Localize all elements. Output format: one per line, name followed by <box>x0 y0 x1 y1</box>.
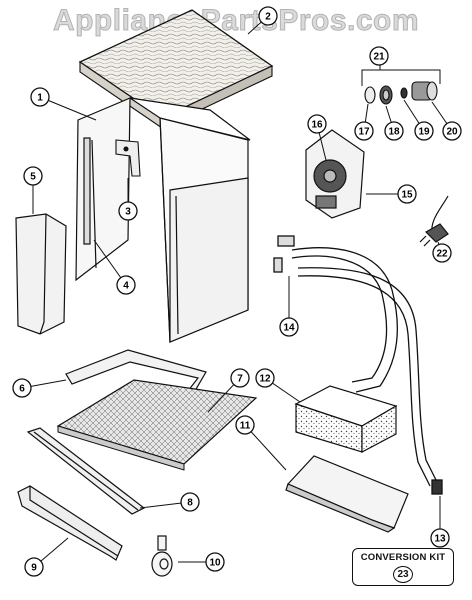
side-panel-part <box>15 213 67 335</box>
callout-label-5: 5 <box>30 172 36 183</box>
callout-21: 21 <box>369 46 389 66</box>
callout-15: 15 <box>397 184 417 204</box>
callout-16: 16 <box>307 114 327 134</box>
callout-label-21: 21 <box>373 52 385 63</box>
callout-label-22: 22 <box>436 249 448 260</box>
leader-line-1 <box>39 96 97 121</box>
callout-11: 11 <box>235 415 255 435</box>
callout-2: 2 <box>258 6 278 26</box>
callout-20: 20 <box>442 121 462 141</box>
power-cord-part <box>419 195 449 247</box>
callout-label-18: 18 <box>388 127 400 138</box>
callout-5: 5 <box>23 166 43 186</box>
callout-label-10: 10 <box>209 558 221 569</box>
caster-part <box>151 535 173 577</box>
callout-label-12: 12 <box>259 374 271 385</box>
drip-tray-part <box>285 455 409 533</box>
callout-label-16: 16 <box>311 120 323 131</box>
callout-label-20: 20 <box>446 127 458 138</box>
callout-18: 18 <box>384 121 404 141</box>
callout-label-9: 9 <box>31 563 37 574</box>
callout-label-15: 15 <box>401 190 413 201</box>
callout-label-17: 17 <box>358 127 370 138</box>
callout-label-3: 3 <box>125 207 131 218</box>
conversion-kit-number: 23 <box>393 566 413 583</box>
callout-8: 8 <box>180 492 200 512</box>
callout-12: 12 <box>255 368 275 388</box>
blower-housing-part <box>305 129 365 219</box>
callout-label-13: 13 <box>434 534 446 545</box>
conversion-kit-box: CONVERSION KIT 23 <box>352 548 454 586</box>
callout-6: 6 <box>12 378 32 398</box>
callout-9: 9 <box>24 557 44 577</box>
kick-plate-part <box>17 485 123 561</box>
base-part <box>56 379 258 471</box>
callout-13: 13 <box>430 528 450 548</box>
hose-part <box>273 235 443 495</box>
callout-19: 19 <box>414 121 434 141</box>
bracket-part <box>115 139 141 177</box>
callout-label-14: 14 <box>283 323 295 334</box>
callout-14: 14 <box>279 317 299 337</box>
callout-label-2: 2 <box>265 12 271 23</box>
callout-1: 1 <box>30 87 50 107</box>
callout-label-1: 1 <box>37 93 43 104</box>
site-watermark: AppliancePartsPros.com <box>52 4 420 38</box>
callout-label-4: 4 <box>123 281 129 292</box>
callout-17: 17 <box>354 121 374 141</box>
callout-label-7: 7 <box>237 374 243 385</box>
cabinet-part <box>75 97 251 343</box>
callout-label-8: 8 <box>187 498 193 509</box>
callout-7: 7 <box>230 368 250 388</box>
callout-label-11: 11 <box>240 421 251 432</box>
callout-3: 3 <box>118 201 138 221</box>
knob-assembly-part <box>364 81 438 105</box>
callout-22: 22 <box>432 243 452 263</box>
foam-block-part <box>294 385 398 453</box>
callout-4: 4 <box>116 275 136 295</box>
callout-label-6: 6 <box>19 384 25 395</box>
callout-label-19: 19 <box>418 127 430 138</box>
callout-10: 10 <box>205 552 225 572</box>
conversion-kit-label: CONVERSION KIT <box>360 552 446 563</box>
leader-line-11 <box>244 424 287 471</box>
